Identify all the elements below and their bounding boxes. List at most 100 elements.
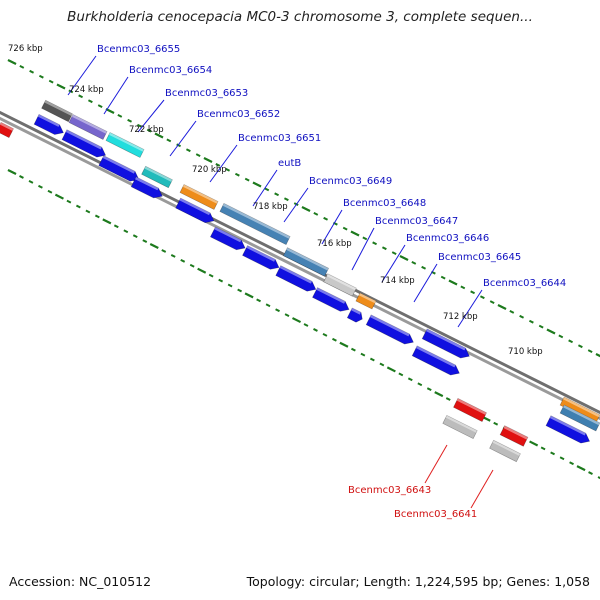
- tick-mark: [29, 69, 35, 74]
- tick-mark: [350, 230, 360, 237]
- label-leader: [103, 76, 129, 115]
- tick-mark: [538, 324, 544, 329]
- tick-mark: [113, 224, 119, 229]
- label-leader: [351, 227, 375, 271]
- features: [0, 99, 600, 463]
- gene-bar-other: [489, 439, 521, 463]
- cds-arrow-forward: [209, 226, 246, 251]
- tick-mark: [176, 143, 182, 148]
- gene-label: Bcenmc03_6648: [343, 198, 426, 209]
- tick-mark: [381, 246, 387, 251]
- tick-mark: [434, 391, 444, 398]
- tick-mark: [189, 263, 195, 268]
- tick-mark: [48, 79, 54, 84]
- cds-arrow-forward: [61, 129, 107, 158]
- tick-mark: [576, 465, 586, 472]
- tick-mark: [56, 83, 66, 90]
- label-leader: [283, 187, 309, 223]
- tick-mark: [19, 175, 24, 179]
- tick-mark: [448, 279, 458, 286]
- gene-bar-orange: [179, 184, 219, 210]
- tick-mark: [493, 421, 499, 426]
- tick-mark: [528, 319, 534, 324]
- tick-mark: [342, 226, 348, 231]
- cds-arrow-forward: [312, 287, 350, 312]
- gene-bar-other: [559, 404, 600, 432]
- tick-mark: [595, 353, 600, 358]
- tick-mark: [265, 303, 271, 308]
- tick-mark: [399, 255, 409, 261]
- tick-mark: [142, 239, 148, 243]
- tick-mark: [283, 197, 289, 202]
- tick-mark: [208, 273, 214, 278]
- tick-mark: [470, 290, 476, 295]
- cds-reverse: [453, 397, 487, 423]
- tick-mark: [132, 234, 138, 239]
- tick-mark: [75, 204, 81, 209]
- gene-bar-steelblue: [282, 247, 330, 277]
- tick-mark: [66, 199, 72, 204]
- tick-mark: [215, 163, 221, 167]
- gene-bar-orange: [355, 292, 377, 310]
- tick-mark: [7, 169, 17, 175]
- tick-mark: [489, 300, 495, 304]
- tick-mark: [339, 341, 349, 348]
- label-leader: [424, 444, 448, 484]
- label-leader: [137, 99, 165, 133]
- tick-mark: [426, 387, 432, 392]
- tick-mark: [244, 177, 250, 182]
- tick-mark: [372, 241, 378, 246]
- gene-bar-purple: [68, 114, 108, 140]
- tick-mark: [379, 362, 385, 367]
- tick-mark: [97, 104, 103, 108]
- cds-reverse: [0, 121, 14, 139]
- gene-label: Bcenmc03_6655: [97, 44, 180, 55]
- cds-arrow-forward: [242, 245, 280, 270]
- tick-mark: [301, 206, 311, 212]
- label-leader: [67, 55, 97, 96]
- label-leaders: [67, 55, 494, 509]
- tick-mark: [411, 261, 417, 265]
- tick-mark: [362, 236, 368, 241]
- gene-label: Bcenmc03_6651: [238, 133, 321, 144]
- gene-label: Bcenmc03_6653: [165, 88, 248, 99]
- tick-mark: [322, 332, 328, 337]
- tick-mark: [440, 275, 446, 280]
- tick-mark: [479, 295, 485, 300]
- scale-label: 712 kbp: [443, 312, 478, 322]
- label-leader: [321, 209, 343, 245]
- tick-mark: [123, 229, 129, 234]
- cds-arrow-forward: [421, 328, 470, 359]
- gene-label: Bcenmc03_6647: [375, 216, 458, 227]
- label-leader: [252, 169, 278, 207]
- cds-reverse: [499, 425, 529, 447]
- cds-arrow-forward: [346, 307, 363, 323]
- tick-mark: [398, 372, 404, 377]
- map-title: Burkholderia cenocepacia MC0-3 chromosom…: [67, 9, 533, 25]
- label-leader: [209, 144, 238, 183]
- cds-arrow-forward: [411, 345, 460, 376]
- cds-arrow-forward: [33, 113, 64, 135]
- tick-mark: [85, 209, 91, 214]
- tick-mark: [195, 153, 201, 157]
- scale-label: 716 kbp: [317, 239, 352, 249]
- gene-bar-cyan: [105, 132, 145, 158]
- tick-mark: [203, 157, 213, 163]
- tick-mark: [275, 308, 280, 313]
- tick-mark: [284, 313, 290, 318]
- tick-mark: [291, 317, 302, 324]
- gene-label: Bcenmc03_6646: [406, 233, 489, 244]
- tick-mark: [332, 337, 337, 342]
- tick-mark: [550, 451, 555, 456]
- scale-label: 718 kbp: [253, 202, 288, 212]
- scale-label: 710 kbp: [508, 347, 543, 357]
- tick-mark: [237, 288, 243, 293]
- tick-mark: [568, 339, 574, 344]
- scale-label: 720 kbp: [192, 165, 227, 175]
- gene-bar-other: [442, 414, 478, 440]
- tick-mark: [94, 214, 100, 219]
- tick-mark: [256, 298, 261, 303]
- tick-mark: [78, 94, 84, 99]
